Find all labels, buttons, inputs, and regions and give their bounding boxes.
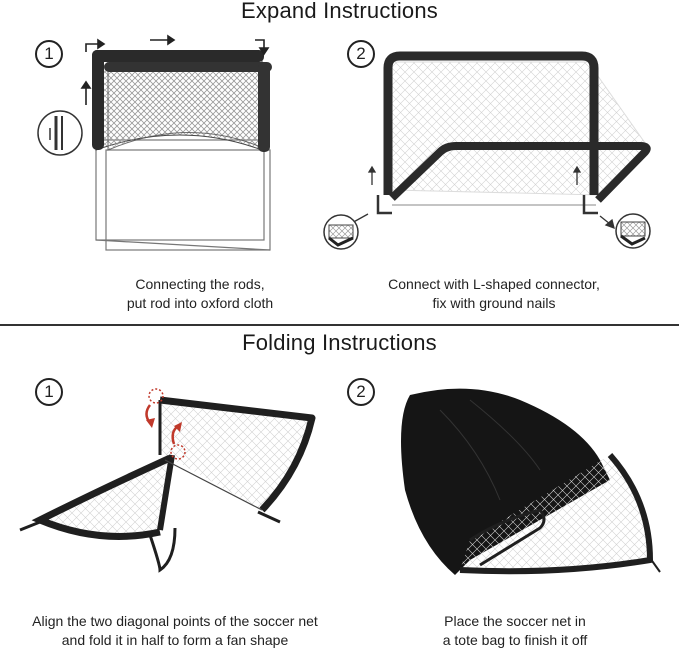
expand-step-1-number: 1	[35, 40, 63, 68]
detail-circle-icon	[37, 110, 83, 156]
folding-step-2-number: 2	[347, 378, 375, 406]
section-divider	[0, 324, 679, 326]
folding-step-2-caption: Place the soccer net in a tote bag to fi…	[370, 612, 660, 650]
expand-step-2-caption: Connect with L-shaped connector, fix wit…	[334, 275, 654, 313]
nail-detail-right-icon	[615, 213, 651, 249]
expand-step-1-caption: Connecting the rods, put rod into oxford…	[40, 275, 360, 313]
strap	[19, 510, 281, 573]
goal-frame	[383, 51, 599, 195]
folding-step-1-caption: Align the two diagonal points of the soc…	[0, 612, 350, 650]
fan-frame-left	[31, 454, 172, 540]
caption-line: Align the two diagonal points of the soc…	[32, 613, 318, 629]
caption-line: and fold it in half to form a fan shape	[61, 632, 289, 648]
l-connectors	[376, 195, 598, 215]
caption-line: Place the soccer net in	[444, 613, 586, 629]
tote-bag	[401, 388, 610, 575]
nail-detail-left-icon	[323, 214, 359, 250]
caption-line: a tote bag to finish it off	[442, 632, 588, 648]
caption-line: Connecting the rods,	[135, 276, 265, 292]
fold-markers-icon	[145, 388, 186, 460]
folding-title: Folding Instructions	[242, 330, 437, 355]
caption-line: put rod into oxford cloth	[126, 295, 274, 311]
folding-step-1-number: 1	[35, 378, 63, 406]
expand-step-2-illustration	[323, 51, 651, 250]
net-in-bag	[460, 455, 650, 572]
bag-strap	[469, 508, 546, 567]
caption-line: fix with ground nails	[432, 295, 556, 311]
rod-frame	[95, 139, 271, 251]
caption-line: Connect with L-shaped connector,	[388, 276, 600, 292]
expand-step-1-illustration	[37, 34, 272, 251]
expand-title: Expand Instructions	[240, 0, 439, 23]
expand-step-2-number: 2	[347, 40, 375, 68]
fan-frame-right	[159, 396, 316, 513]
arrows	[80, 34, 270, 105]
